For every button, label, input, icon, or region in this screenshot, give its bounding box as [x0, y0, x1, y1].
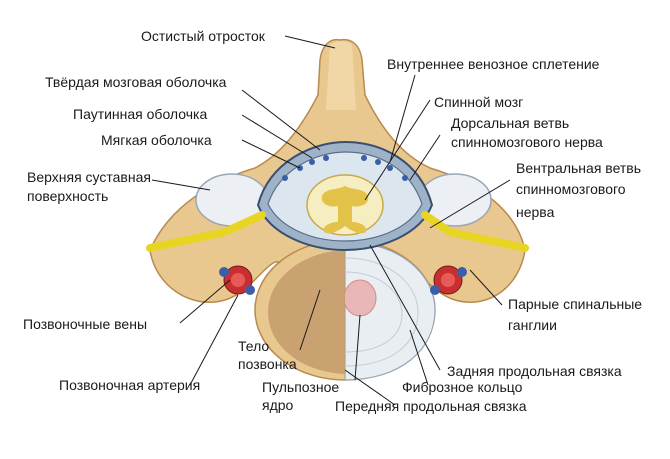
label-spinous-process: Остистый отросток	[141, 28, 265, 44]
label-ventral-branch-1: Вентральная ветвь	[516, 160, 642, 176]
label-nucleus-pulposus-1: Пульпозное	[262, 379, 340, 395]
label-ventral-branch-3: нерва	[516, 204, 555, 220]
nerve-right	[421, 211, 529, 252]
label-pia-mater: Мягкая оболочка	[101, 132, 212, 148]
label-spinal-ganglia-1: Парные спинальные	[508, 296, 643, 312]
label-internal-venous-plexus: Внутреннее венозное сплетение	[387, 56, 600, 72]
label-dura-mater: Твёрдая мозговая оболочка	[45, 74, 227, 90]
label-vertebral-veins: Позвоночные вены	[23, 316, 148, 332]
label-arachnoid: Паутинная оболочка	[73, 106, 208, 122]
label-dorsal-branch-2: спинномозгового нерва	[451, 134, 603, 150]
spinous-process-shape	[326, 41, 356, 110]
label-spinal-ganglia-2: ганглии	[508, 317, 557, 333]
fibrous-ring-shape	[344, 241, 436, 381]
label-articular-surface-1: Верхняя суставная	[27, 169, 151, 185]
label-articular-surface-2: поверхность	[27, 188, 109, 204]
label-vertebral-body-1: Тело	[238, 338, 270, 354]
gray-matter	[321, 186, 369, 234]
venous-plexus	[282, 155, 408, 181]
label-ventral-branch-2: спинномозгового	[516, 181, 626, 197]
label-spinal-cord: Спинной мозг	[434, 94, 524, 110]
label-vertebral-body-2: позвонка	[238, 356, 297, 372]
label-fibrous-ring: Фиброзное кольцо	[402, 379, 523, 395]
vertebral-vein-left	[219, 267, 229, 277]
label-vertebral-artery: Позвоночная артерия	[59, 377, 201, 393]
label-nucleus-pulposus-2: ядро	[262, 397, 294, 413]
nucleus-pulposus-shape	[343, 279, 377, 317]
nerve-left	[146, 211, 266, 252]
label-anterior-ligament: Передняя продольная связка	[335, 398, 527, 414]
cancellous-bone	[268, 250, 345, 374]
label-posterior-ligament: Задняя продольная связка	[447, 363, 622, 379]
leader-lines	[151, 35, 511, 406]
label-dorsal-branch-1: Дорсальная ветвь	[451, 115, 570, 131]
